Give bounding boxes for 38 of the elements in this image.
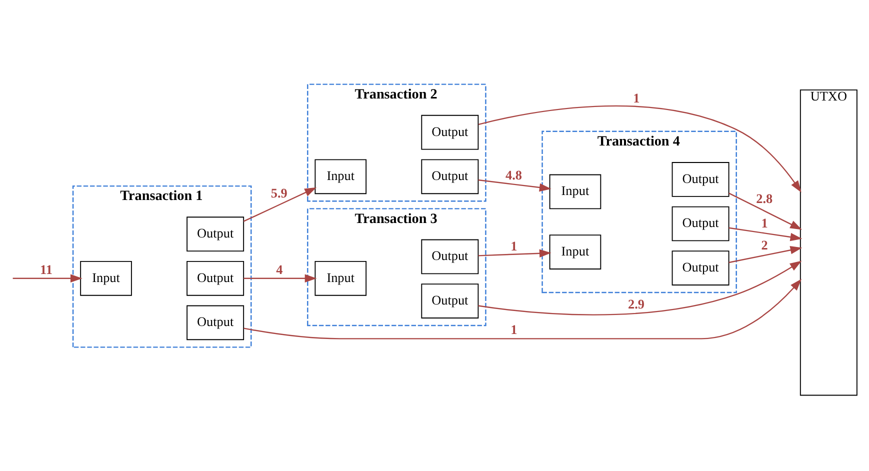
node-box: UTXO [800,89,858,396]
arrow [243,186,317,222]
node-box: Output [421,283,479,318]
node-box: Input [80,260,132,296]
node-box: Output [186,304,244,340]
node-box: Output [421,114,479,150]
arrow [478,260,802,315]
arrow [12,274,82,282]
node-box: Output [186,216,244,252]
arrow [478,104,802,192]
node-box: Output [421,238,479,274]
node-box: Output [421,158,479,194]
edge-label: 1 [510,322,518,337]
edge-label: 1 [761,215,768,230]
node-box: Input [314,158,367,194]
node-box: Output [672,162,730,196]
node-box: Input [549,174,602,209]
edge-label: 2.9 [628,296,644,312]
arrow [728,246,802,263]
edge-label: 2.8 [756,190,773,206]
arrow [478,178,552,192]
edge-label: 4 [276,261,283,276]
node-box: Output [672,206,730,241]
node-box: Input [549,234,602,269]
node-box: Output [672,250,730,285]
edge-label: 4.8 [506,167,522,182]
node-box: Output [186,260,244,296]
arrow [244,274,317,282]
edge-label: 11 [40,261,53,276]
edge-label: 2 [761,236,768,252]
node-box: Input [314,260,367,296]
arrow [728,192,802,230]
edge-label: 1 [633,90,640,105]
arrow [478,248,552,257]
arrow [728,226,802,241]
edge-label: 5.9 [270,185,288,200]
arrow [244,278,802,339]
edge-label: 1 [510,238,518,253]
